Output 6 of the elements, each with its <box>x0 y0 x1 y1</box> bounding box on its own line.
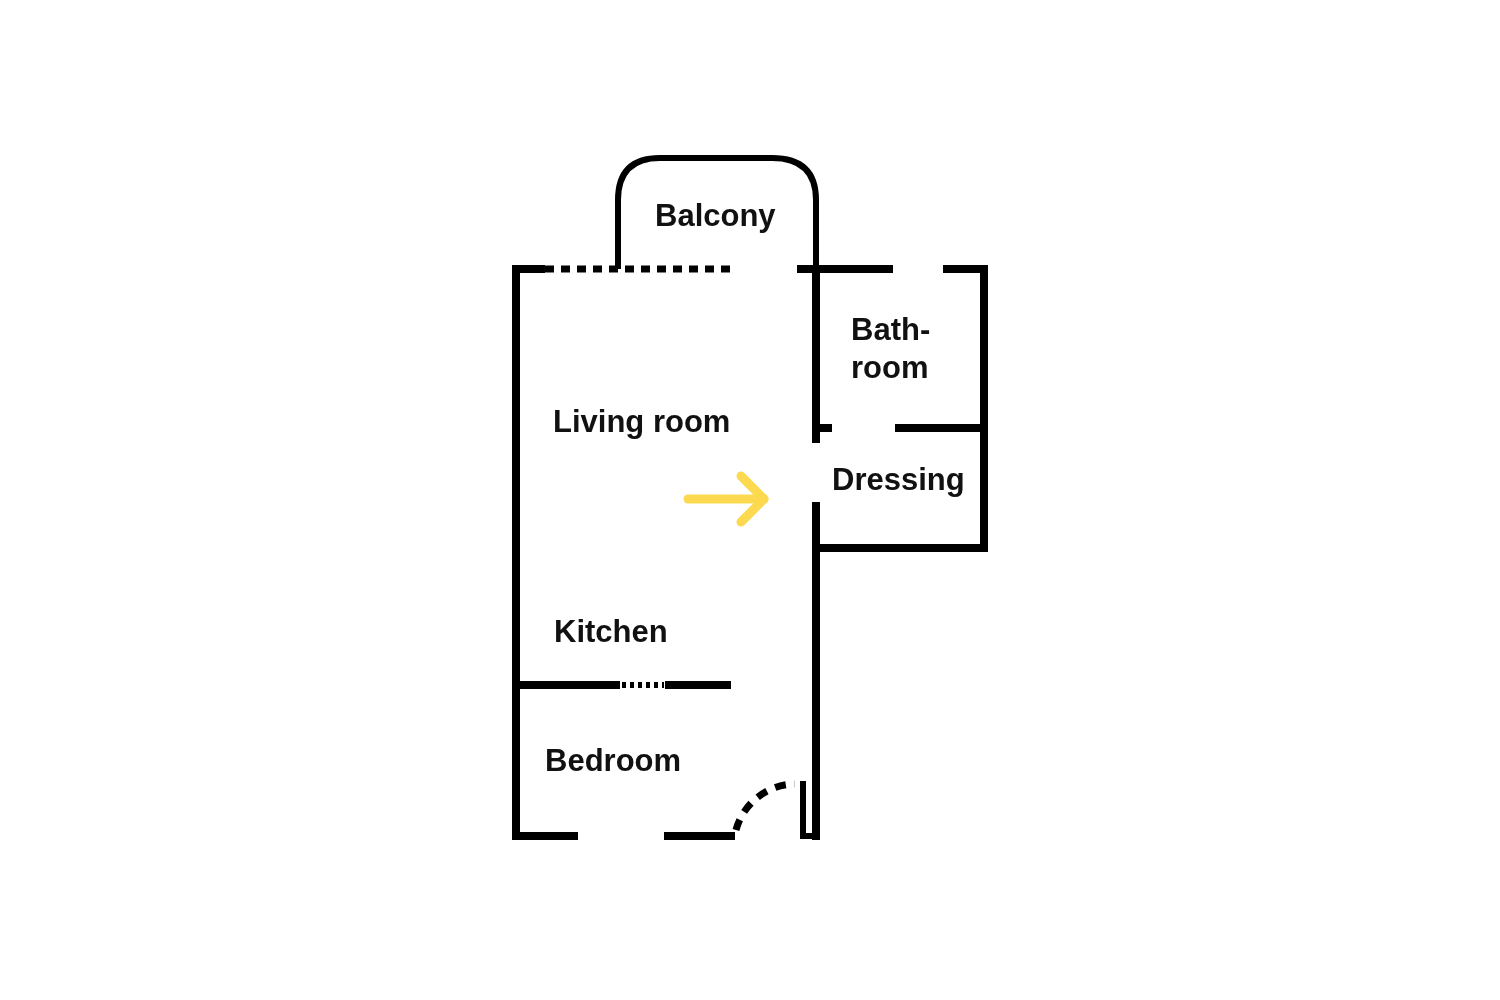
room-label: Living room <box>553 403 731 441</box>
room-label: Kitchen <box>554 613 668 651</box>
room-label: Dressing <box>832 461 965 499</box>
room-label: Bedroom <box>545 742 682 780</box>
room-label: Balcony <box>655 197 776 235</box>
room-label: Bath- room <box>851 311 932 387</box>
